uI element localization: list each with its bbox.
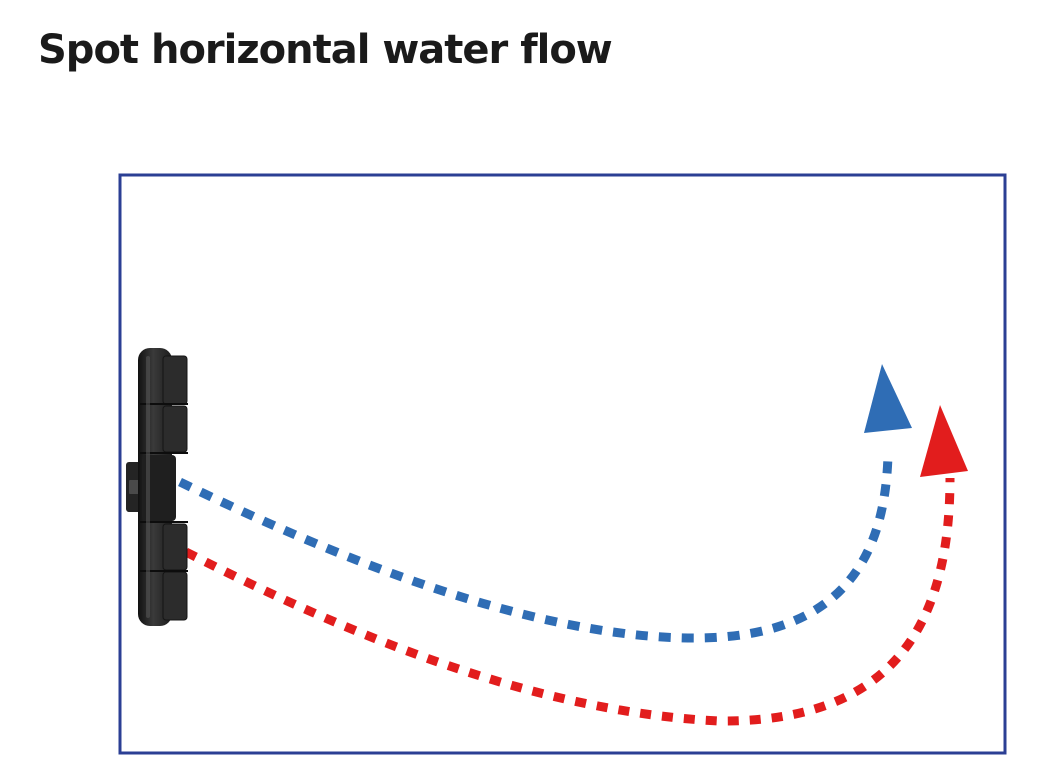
lower-flow-arrow-icon: [920, 405, 968, 477]
lower-flow-path: [183, 477, 955, 726]
upper-flow-arrow-icon: [864, 364, 912, 433]
upper-flow-path: [178, 454, 893, 643]
wave-pump-icon: [126, 348, 188, 626]
page-title: Spot horizontal water flow: [38, 27, 613, 73]
tank-outline: [118, 173, 1007, 755]
